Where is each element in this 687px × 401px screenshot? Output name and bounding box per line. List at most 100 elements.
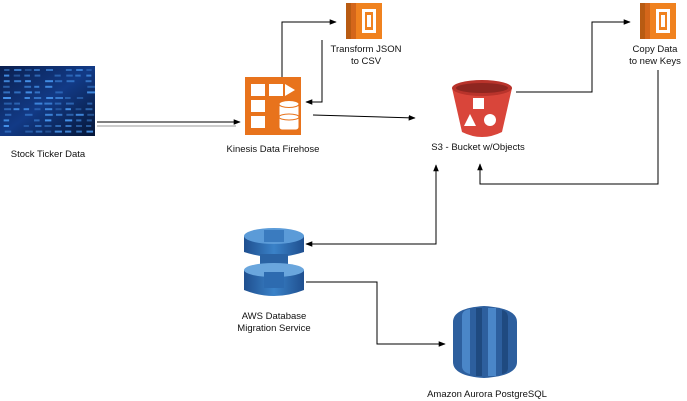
ticker-digit [34,85,40,88]
ticker-digit [65,130,72,133]
copy-label: Copy Data to new Keys [629,44,681,68]
copy-label-line1: Copy Data [632,44,678,55]
copy-label-line2: to new Keys [629,56,681,67]
ticker-digit [3,119,10,122]
ticker-digit [45,113,53,116]
ticker-digit [86,130,94,133]
ticker-digit [24,97,30,99]
ticker-digit [45,69,53,71]
ticker-digit [55,125,61,127]
s3-bucket-icon [452,80,512,137]
aurora-label: Amazon Aurora PostgreSQL [427,389,547,400]
ticker-digit [44,119,52,122]
ticker-digit [13,74,21,77]
ticker-digit [65,119,73,122]
dms-icon [244,228,304,296]
ticker-digit [87,85,95,88]
dms-label-line1: AWS Database [241,311,307,322]
ticker-digit [24,85,32,88]
ticker-digit [23,108,30,111]
ticker-digit [87,91,96,94]
ticker-digit [4,74,10,77]
ticker-digit [4,130,12,133]
arrow-transform-to-firehose [305,40,323,105]
ticker-digit [75,108,82,111]
ticker-digit [46,97,54,99]
ticker-digit [54,80,63,83]
s3-label: S3 - Bucket w/Objects [431,142,525,153]
ticker-digit [24,69,32,71]
transform-label-line1: Transform JSON [330,44,402,55]
ticker-digit [55,97,64,99]
arrow-dms-to-aurora [306,281,446,347]
ticker-digit [65,108,71,111]
ticker-digit [75,74,81,77]
ticker-digit [54,74,61,77]
firehose-label: Kinesis Data Firehose [226,144,320,155]
ticker-digit [55,108,62,111]
ticker-digit [66,80,75,83]
ticker-digit [25,80,31,83]
ticker-digit [14,102,20,105]
ticker-digit [25,130,33,133]
ticker-digit [85,80,92,83]
ticker-digit [3,125,9,127]
ticker-digit [76,130,82,133]
ticker-digit [75,113,84,116]
transform-label: Transform JSON to CSV [331,44,402,68]
ticker-digit [54,102,62,105]
ticker-digit [65,125,72,127]
ticker-digit [87,113,95,116]
ticker-digit [14,80,22,83]
ticker-digit [45,130,52,133]
lambda-icon-copy [640,3,676,39]
ticker-digit [34,108,41,111]
ticker-digit [4,108,12,111]
ticker-digit [44,108,53,111]
ticker-digit [86,74,92,77]
ticker-digit [85,108,93,111]
ticker-digit [76,97,84,99]
arrow-s3-to-copy [516,19,631,93]
ticker-digit [4,113,12,116]
ticker-digit [4,69,10,71]
dms-label-line2: Migration Service [237,323,311,334]
ticker-digit [35,125,42,127]
ticker-digit [44,125,52,127]
ticker-digit [66,74,73,77]
ticker-digit [34,119,40,122]
ticker-digit [14,69,22,71]
ticker-digit [54,130,62,133]
ticker-digit [3,80,10,83]
aurora-icon [453,306,517,378]
ticker-digit [45,85,53,88]
transform-label-line2: to CSV [350,56,382,67]
ticker-digit [65,102,74,105]
arrow-copy-to-s3 [477,70,659,185]
arrow-s3-dms-bidirectional [305,164,439,247]
ticker-digit [55,113,63,116]
ticker-digit [44,102,53,105]
ticker-digit [3,97,11,99]
ticker-digit [3,102,12,105]
ticker-digit [76,69,83,71]
ticker-digit [34,91,41,94]
ticker-digit [13,108,20,111]
lambda-icon-transform [346,3,382,39]
arrow-firehose-to-s3 [312,114,416,121]
ticker-digit [86,69,92,71]
connectors [97,19,659,347]
ticker-digit [87,102,93,105]
ticker-digit [24,74,30,77]
ticker-digit [3,91,10,94]
ticker-digit [3,85,10,88]
ticker-digit [45,80,54,83]
ticker-digit [66,113,74,116]
ticker-digit [76,119,82,122]
ticker-digit [76,125,82,127]
ticker-digit [86,119,92,122]
ticker-digit [64,97,71,99]
ticker-digit [35,130,43,133]
ticker-digit [65,69,72,71]
